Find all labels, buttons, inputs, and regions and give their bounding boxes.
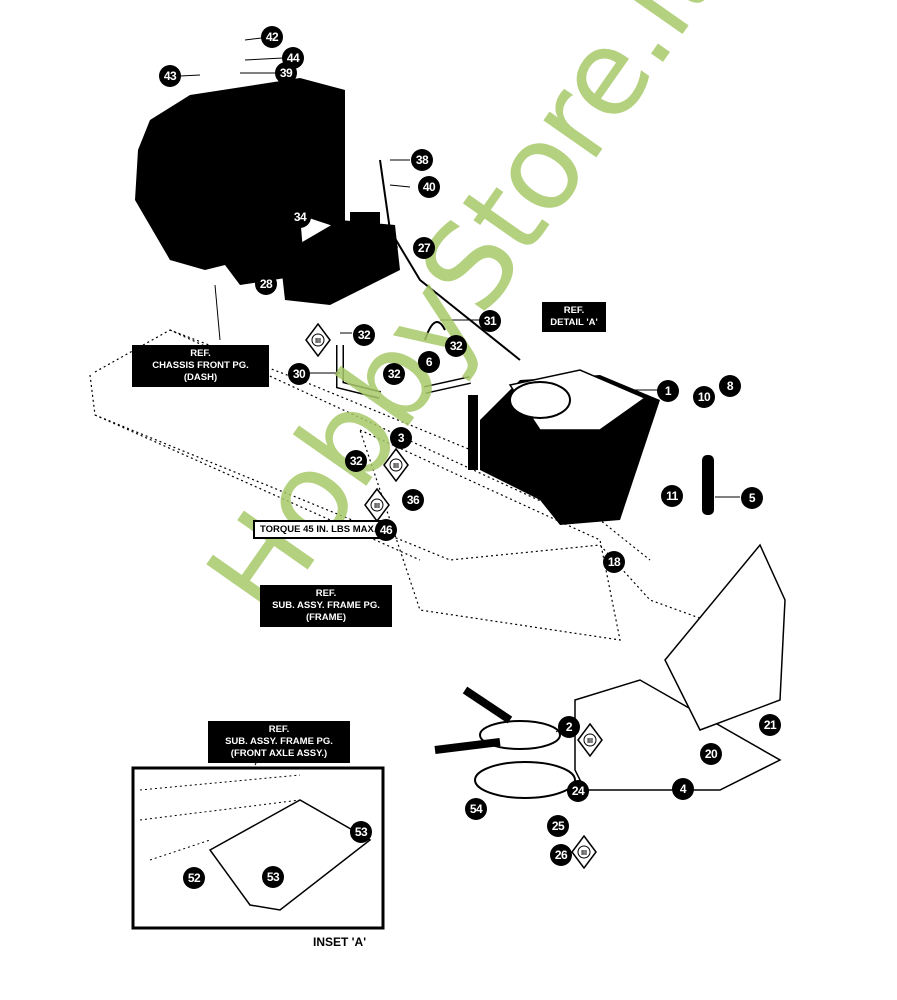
callout-31: 31	[479, 310, 501, 332]
ref-label-front-axle: REF. SUB. ASSY. FRAME PG. (FRONT AXLE AS…	[208, 721, 350, 763]
svg-text:III: III	[587, 738, 593, 745]
dash-panel	[135, 78, 345, 285]
battery-box	[280, 220, 400, 305]
pulley-24	[474, 761, 576, 799]
callout-40: 40	[418, 176, 440, 198]
ref-line: CHASSIS FRONT PG.	[152, 360, 249, 371]
callout-26: 26	[550, 844, 572, 866]
diamond-symbol-icon: III	[364, 488, 390, 522]
callout-10: 10	[693, 386, 715, 408]
callout-53: 53	[262, 866, 284, 888]
svg-text:III: III	[581, 850, 587, 857]
callout-30: 30	[288, 363, 310, 385]
callout-20: 20	[700, 743, 722, 765]
hose-30-inner	[337, 345, 381, 398]
ref-label-sub-assy-frame: REF. SUB. ASSY. FRAME PG. (FRAME)	[260, 585, 392, 627]
ref-label-chassis-front: REF. CHASSIS FRONT PG. (DASH)	[132, 345, 269, 387]
callout-53: 53	[350, 821, 372, 843]
ref-line: REF.	[563, 305, 585, 316]
diamond-symbol-icon: III	[383, 448, 409, 482]
callout-34: 34	[289, 206, 311, 228]
callout-1: 1	[657, 380, 679, 402]
ref-line: SUB. ASSY. FRAME PG.	[225, 736, 333, 747]
battery-cap	[350, 212, 380, 226]
svg-text:III: III	[315, 338, 321, 345]
dipstick	[468, 395, 478, 470]
callout-43: 43	[159, 65, 181, 87]
callout-11: 11	[661, 485, 683, 507]
ref-line: (DASH)	[183, 372, 218, 383]
callout-5: 5	[741, 487, 763, 509]
ref-line: DETAIL 'A'	[550, 317, 598, 328]
muffler-pipe	[702, 455, 714, 515]
callout-36: 36	[402, 489, 424, 511]
callout-21: 21	[759, 714, 781, 736]
drive-belt	[434, 686, 513, 754]
ref-line: SUB. ASSY. FRAME PG.	[272, 600, 380, 611]
callout-38: 38	[411, 149, 433, 171]
inset-skid-plate	[208, 799, 372, 911]
ref-line: (FRAME)	[305, 612, 347, 623]
callout-32: 32	[345, 450, 367, 472]
svg-text:III: III	[393, 463, 399, 470]
hose-6-inner	[424, 377, 471, 393]
callout-3: 3	[390, 427, 412, 449]
callout-27: 27	[413, 237, 435, 259]
callout-32: 32	[353, 324, 375, 346]
callout-32: 32	[445, 335, 467, 357]
torque-note: TORQUE 45 IN. LBS MAX.	[253, 520, 384, 539]
callout-2: 2	[558, 716, 580, 738]
diamond-symbol-icon: III	[305, 323, 331, 357]
callout-28: 28	[255, 273, 277, 295]
callout-8: 8	[719, 375, 741, 397]
callout-52: 52	[183, 867, 205, 889]
callout-6: 6	[418, 351, 440, 373]
callout-24: 24	[567, 780, 589, 802]
diamond-symbol-icon: III	[577, 723, 603, 757]
svg-text:III: III	[374, 503, 380, 510]
diamond-symbol-icon: III	[571, 835, 597, 869]
shield-plate-20	[664, 543, 786, 731]
ref-line: REF.	[268, 724, 290, 735]
engine-air-intake	[509, 381, 571, 419]
ref-line: REF.	[315, 588, 337, 599]
callout-18: 18	[603, 551, 625, 573]
callout-46: 46	[375, 519, 397, 541]
callout-54: 54	[465, 798, 487, 820]
frame-plate-outline	[358, 428, 621, 641]
ref-line: REF.	[190, 348, 211, 359]
fuel-line-31	[424, 321, 446, 341]
frame-rail-outline	[89, 374, 761, 641]
ref-label-detail-a: REF. DETAIL 'A'	[542, 302, 606, 332]
callout-42: 42	[261, 26, 283, 48]
ref-line: (FRONT AXLE ASSY.)	[230, 748, 328, 759]
inset-title: INSET 'A'	[313, 935, 367, 949]
frame-rail-outline-top	[94, 329, 651, 561]
callout-39: 39	[275, 62, 297, 84]
callout-4: 4	[672, 778, 694, 800]
cable-38	[379, 159, 521, 361]
callout-25: 25	[547, 815, 569, 837]
blade-shield-4	[574, 679, 782, 791]
callout-32: 32	[383, 363, 405, 385]
